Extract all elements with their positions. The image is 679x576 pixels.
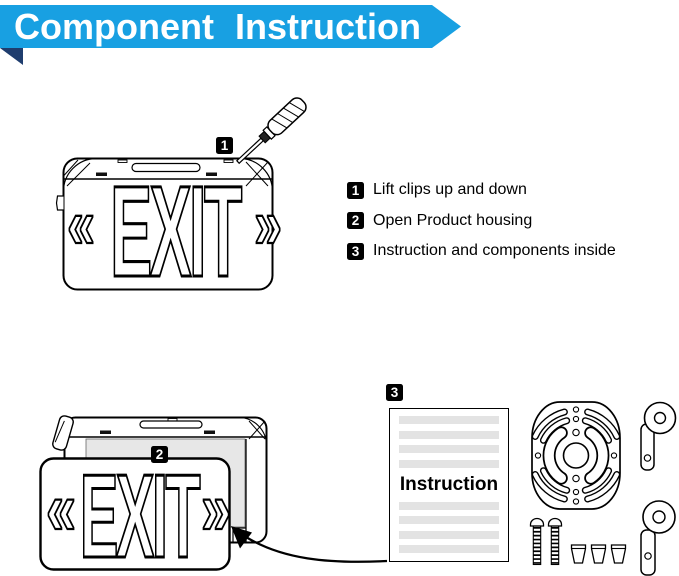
corner-hatch [248,420,266,440]
step-list: 1 Lift clips up and down 2 Open Product … [347,181,616,260]
corner-hatch [63,159,91,187]
clip-mark [167,418,178,422]
figure-2-badge: 2 [151,446,168,463]
faceplate [39,457,231,571]
exit-sign-text: EXIT [110,159,242,304]
figure-1-badge: 1 [216,137,233,154]
sign-top-slot [131,162,201,173]
housing-top-slot [139,420,203,429]
clip-mark [117,159,128,163]
step-2-label: Open Product housing [373,211,533,229]
side-latch [55,195,64,211]
mounting-plate-icon [531,401,621,510]
sheet-text-line [399,416,499,424]
housing-latch [52,415,74,451]
step-1-label: Lift clips up and down [373,181,527,198]
step-1-badge: 1 [347,181,364,199]
clip-mark [96,172,107,176]
right-chevron-icon: » [201,466,231,550]
step-item-1: 1 Lift clips up and down [347,181,616,199]
corner-arc [62,157,97,193]
machine-screws-icon [529,517,563,566]
keyhole-bracket-icon [640,401,677,471]
left-chevron-icon: « [46,466,76,550]
corner-hatch [245,161,269,187]
sheet-text-line [399,516,499,524]
right-chevron-icon: » [254,185,282,263]
instruction-sheet: Instruction [389,408,509,562]
banner: Component Instruction [0,0,475,70]
figure-exit-sign-opened: EXIT « » [39,415,388,576]
corner-arc [239,416,268,447]
sheet-text-line [399,545,499,553]
banner-title: Component Instruction [14,6,421,47]
sheet-text-line [399,430,499,439]
wire-nuts-icon [570,544,627,564]
clip-mark [204,430,215,434]
left-chevron-icon: « [67,185,95,263]
sheet-text-line [399,501,499,510]
sheet-text-line [399,530,499,539]
step-item-3: 3 Instruction and components inside [347,242,616,260]
exit-sign-text: EXIT [80,449,201,576]
step-2-badge: 2 [347,212,364,229]
clip-mark [100,430,111,434]
sheet-text-line [399,445,499,453]
clip-mark [223,159,234,163]
keyhole-bracket-icon [640,500,676,576]
screwdriver-icon [235,97,307,165]
clip-mark [206,172,217,176]
figure-3-badge: 3 [386,384,403,401]
step-item-2: 2 Open Product housing [347,212,616,230]
pointer-curve [245,536,388,563]
step-3-label: Instruction and components inside [373,242,616,259]
banner-arrow-shape [0,5,461,65]
sheet-title: Instruction [399,474,499,495]
pointer-arrowhead-icon [231,526,252,549]
step-3-badge: 3 [347,242,364,260]
sign-body [62,157,274,291]
figure-components [529,401,677,576]
sheet-text-line [399,459,499,468]
figure-exit-sign-closed: EXIT « » [55,97,307,305]
